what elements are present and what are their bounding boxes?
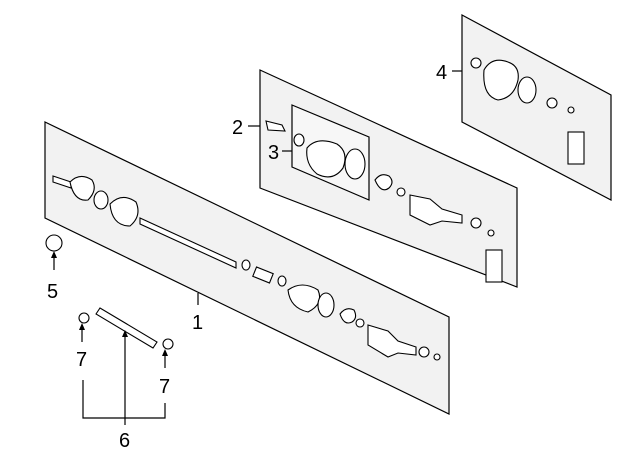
panel-2-joint-kit <box>248 69 518 288</box>
callout-7-right: 7 <box>159 376 170 398</box>
callout-4: 4 <box>436 62 447 84</box>
panel-4-boot-kit <box>452 13 612 201</box>
callout-6: 6 <box>119 430 130 452</box>
snap-rings-part-7 <box>78 312 174 368</box>
callout-3: 3 <box>268 142 279 164</box>
callout-7-left: 7 <box>76 349 87 371</box>
nut-part-5 <box>45 234 63 270</box>
panel-1-axle-assembly <box>44 121 450 415</box>
intermediate-shaft-part-6 <box>82 307 166 425</box>
callout-1: 1 <box>192 312 203 334</box>
callout-5: 5 <box>47 281 58 303</box>
callout-2: 2 <box>232 117 243 139</box>
